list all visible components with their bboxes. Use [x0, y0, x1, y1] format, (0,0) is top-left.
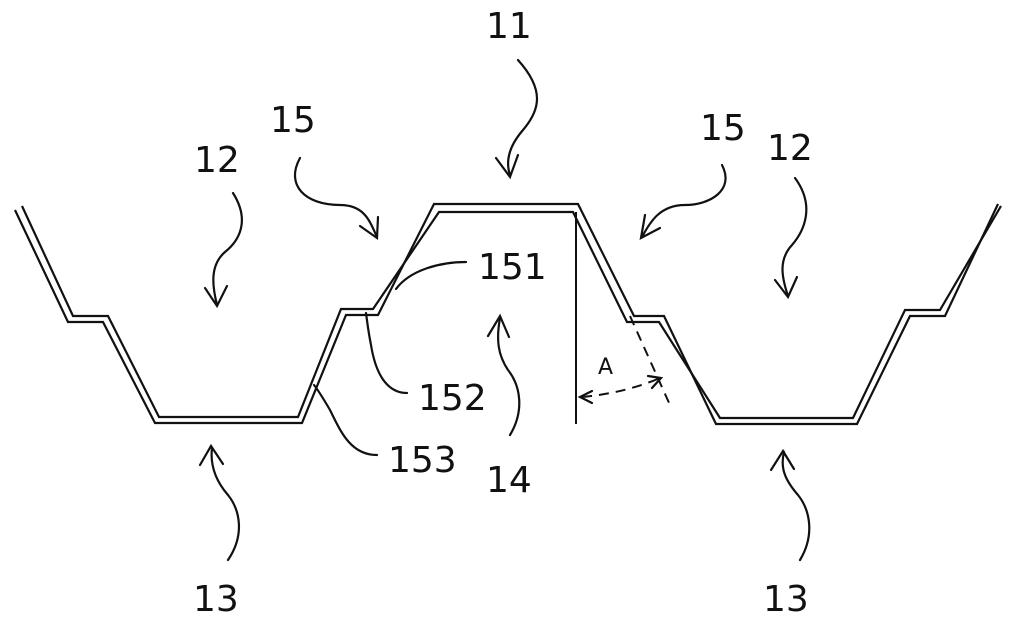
arrowhead-12-right — [773, 275, 799, 300]
angle-arrowhead-right — [646, 374, 664, 390]
arrowhead-11 — [494, 153, 520, 180]
label-14: 14 — [486, 460, 532, 501]
label-15-left: 15 — [270, 100, 316, 141]
label-153: 153 — [388, 440, 457, 481]
arrow-13-left — [210, 446, 241, 562]
arrowhead-14 — [486, 313, 511, 339]
arrow-15-left — [293, 156, 379, 239]
profile-inner-line — [21, 205, 1002, 420]
arrow-14 — [497, 316, 521, 437]
label-15-right: 15 — [700, 108, 746, 149]
arrow-12-left — [212, 191, 243, 307]
label-151: 151 — [478, 247, 547, 288]
arrow-12-right — [781, 176, 808, 298]
label-11: 11 — [486, 6, 532, 47]
label-12-left: 12 — [194, 140, 240, 181]
arrow-13-right — [781, 450, 811, 562]
label-13-left: 13 — [193, 579, 239, 620]
leader-153 — [312, 383, 379, 457]
arrowhead-15-right — [639, 213, 662, 241]
label-12-right: 12 — [767, 128, 813, 169]
leader-151 — [394, 260, 468, 291]
profile-outer-line — [14, 202, 999, 426]
arrowhead-13-left — [198, 443, 225, 467]
label-angle-a: A — [598, 355, 613, 380]
angle-arc — [581, 377, 661, 398]
arrowhead-13-right — [769, 448, 796, 472]
leader-152 — [364, 311, 409, 395]
arrowhead-15-left — [358, 215, 380, 241]
arrow-15-right — [640, 163, 727, 239]
label-13-right: 13 — [763, 579, 809, 620]
arrowhead-12-left — [203, 284, 229, 309]
angle-arrowhead-left — [577, 389, 594, 405]
label-152: 152 — [418, 378, 487, 419]
arrow-11 — [506, 58, 539, 177]
